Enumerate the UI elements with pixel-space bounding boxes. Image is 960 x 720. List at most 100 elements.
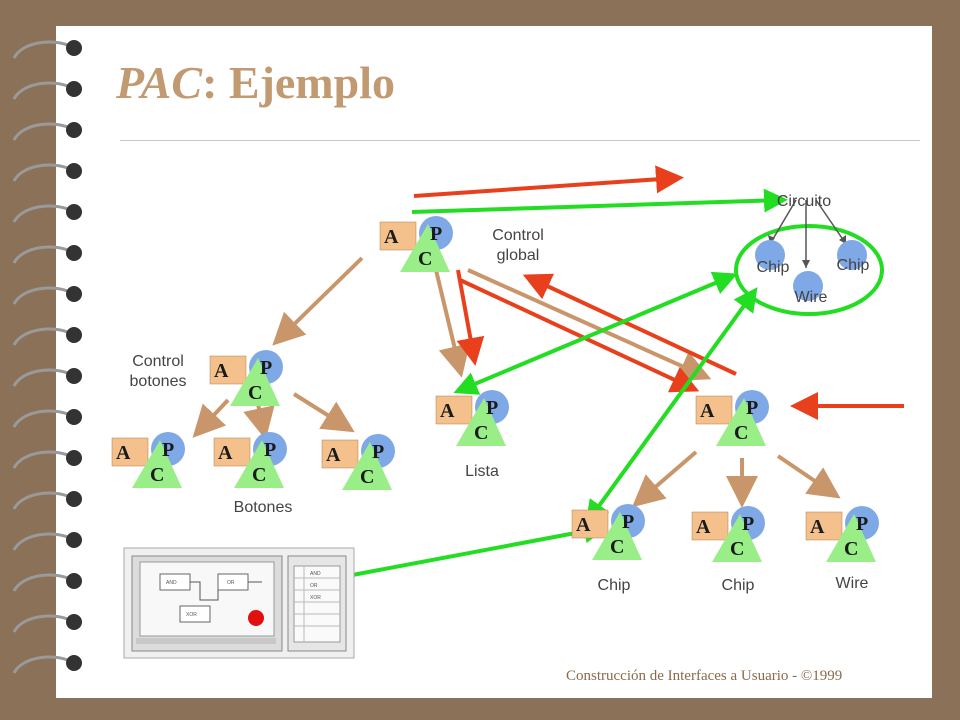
tree-node-chip-1 — [755, 240, 785, 270]
tree-label-circuito: Circuito — [776, 193, 832, 210]
tree-label-chip-1: Chip — [756, 259, 790, 276]
agent-letter-p: P — [856, 513, 868, 535]
agent-letter-a: A — [440, 400, 455, 422]
label-lista: Lista — [465, 463, 499, 480]
interface-preview-window[interactable]: AND OR XOR AND OR XOR — [123, 547, 355, 659]
arrow-botones-to-btn1 — [192, 398, 230, 438]
spiral-ring — [12, 491, 71, 510]
arrow-botones-to-btn2 — [243, 403, 275, 440]
agent-letter-a: A — [696, 516, 711, 538]
pac-chip-2: A PC — [691, 506, 765, 562]
agent-letter-p: P — [746, 397, 758, 419]
agent-letter-p: P — [742, 513, 754, 535]
agent-letter-c: C — [474, 422, 488, 444]
mini-gate-xor: XOR — [186, 612, 197, 618]
spiral-hole — [66, 122, 82, 138]
agent-letter-c: C — [610, 536, 624, 558]
pac-boton-1: A PC — [111, 432, 185, 488]
pac-lista: A PC — [435, 390, 509, 446]
spiral-hole — [66, 532, 82, 548]
agent-letter-c: C — [730, 538, 744, 560]
agent-letter-a: A — [700, 400, 715, 422]
arrow-botones-to-btn3 — [292, 392, 355, 433]
spiral-hole — [66, 327, 82, 343]
spiral-hole — [66, 655, 82, 671]
agent-letter-c: C — [418, 248, 432, 270]
arrow-global-to-circuit-ctl — [467, 268, 712, 381]
agent-letter-p: P — [622, 511, 634, 533]
mini-gate-and: AND — [166, 580, 177, 586]
spiral-ring — [12, 573, 71, 592]
spiral-ring — [12, 122, 71, 141]
mini-gate-or: OR — [227, 580, 235, 586]
spiral-hole — [66, 81, 82, 97]
agent-letter-p: P — [486, 397, 498, 419]
tree-node-chip-2 — [837, 240, 867, 270]
spiral-hole — [66, 409, 82, 425]
agent-letter-p: P — [260, 357, 272, 379]
arrow-circuit-to-chip1 — [631, 450, 698, 508]
agent-letter-a: A — [810, 516, 825, 538]
spiral-ring — [12, 204, 71, 223]
red-arrow-top — [413, 165, 684, 198]
hierarchy-arrows — [192, 256, 841, 508]
spiral-hole — [66, 245, 82, 261]
red-arrow-down-circuit — [459, 278, 700, 393]
label-chip-2: Chip — [721, 577, 755, 594]
spiral-hole — [66, 450, 82, 466]
agent-letter-c: C — [150, 464, 164, 486]
tree-node-wire — [793, 271, 823, 301]
agent-letter-c: C — [844, 538, 858, 560]
agent-letter-p: P — [162, 439, 174, 461]
label-wire: Wire — [835, 575, 869, 592]
spiral-hole — [66, 286, 82, 302]
agent-letter-p: P — [264, 439, 276, 461]
slide-footer: Construcción de Interfaces a Usuario - ©… — [566, 668, 843, 684]
mini-list-xor: XOR — [310, 595, 321, 601]
mini-list-and: AND — [310, 571, 321, 577]
agent-letter-a: A — [326, 444, 341, 466]
pac-wire: A PC — [805, 506, 879, 562]
agent-letter-c: C — [734, 422, 748, 444]
spiral-ring — [12, 81, 71, 100]
spiral-ring — [12, 409, 71, 428]
spiral-ring — [12, 327, 71, 346]
spiral-hole — [66, 204, 82, 220]
arrow-circuit-to-wire — [776, 454, 841, 499]
arrow-global-to-botones — [272, 256, 364, 346]
spiral-ring — [12, 368, 71, 387]
spiral-ring — [12, 245, 71, 264]
circuit-tree — [734, 199, 884, 316]
spiral-hole — [66, 614, 82, 630]
spiral-hole — [66, 40, 82, 56]
spiral-hole — [66, 573, 82, 589]
spiral-ring — [12, 163, 71, 182]
spiral-hole — [66, 491, 82, 507]
green-arrow-global-to-circuito — [411, 188, 788, 214]
spiral-ring — [12, 286, 71, 305]
mini-list-or: OR — [310, 583, 318, 589]
spiral-ring — [12, 532, 71, 551]
title-divider — [120, 140, 920, 141]
mini-red-dot — [248, 610, 264, 626]
agent-letter-a: A — [214, 360, 229, 382]
circuit-ellipse — [734, 224, 884, 316]
agent-letter-a: A — [116, 442, 131, 464]
spiral-hole — [66, 163, 82, 179]
arrow-global-to-lista — [434, 269, 470, 378]
agent-letter-c: C — [360, 466, 374, 488]
label-chip-1: Chip — [597, 577, 631, 594]
agent-letter-a: A — [576, 514, 591, 536]
spiral-ring — [12, 614, 71, 633]
spiral-ring — [12, 655, 71, 674]
spiral-ring — [12, 450, 71, 469]
tree-label-chip-2: Chip — [836, 257, 870, 274]
green-arrow-chip-to-wire — [585, 287, 758, 525]
